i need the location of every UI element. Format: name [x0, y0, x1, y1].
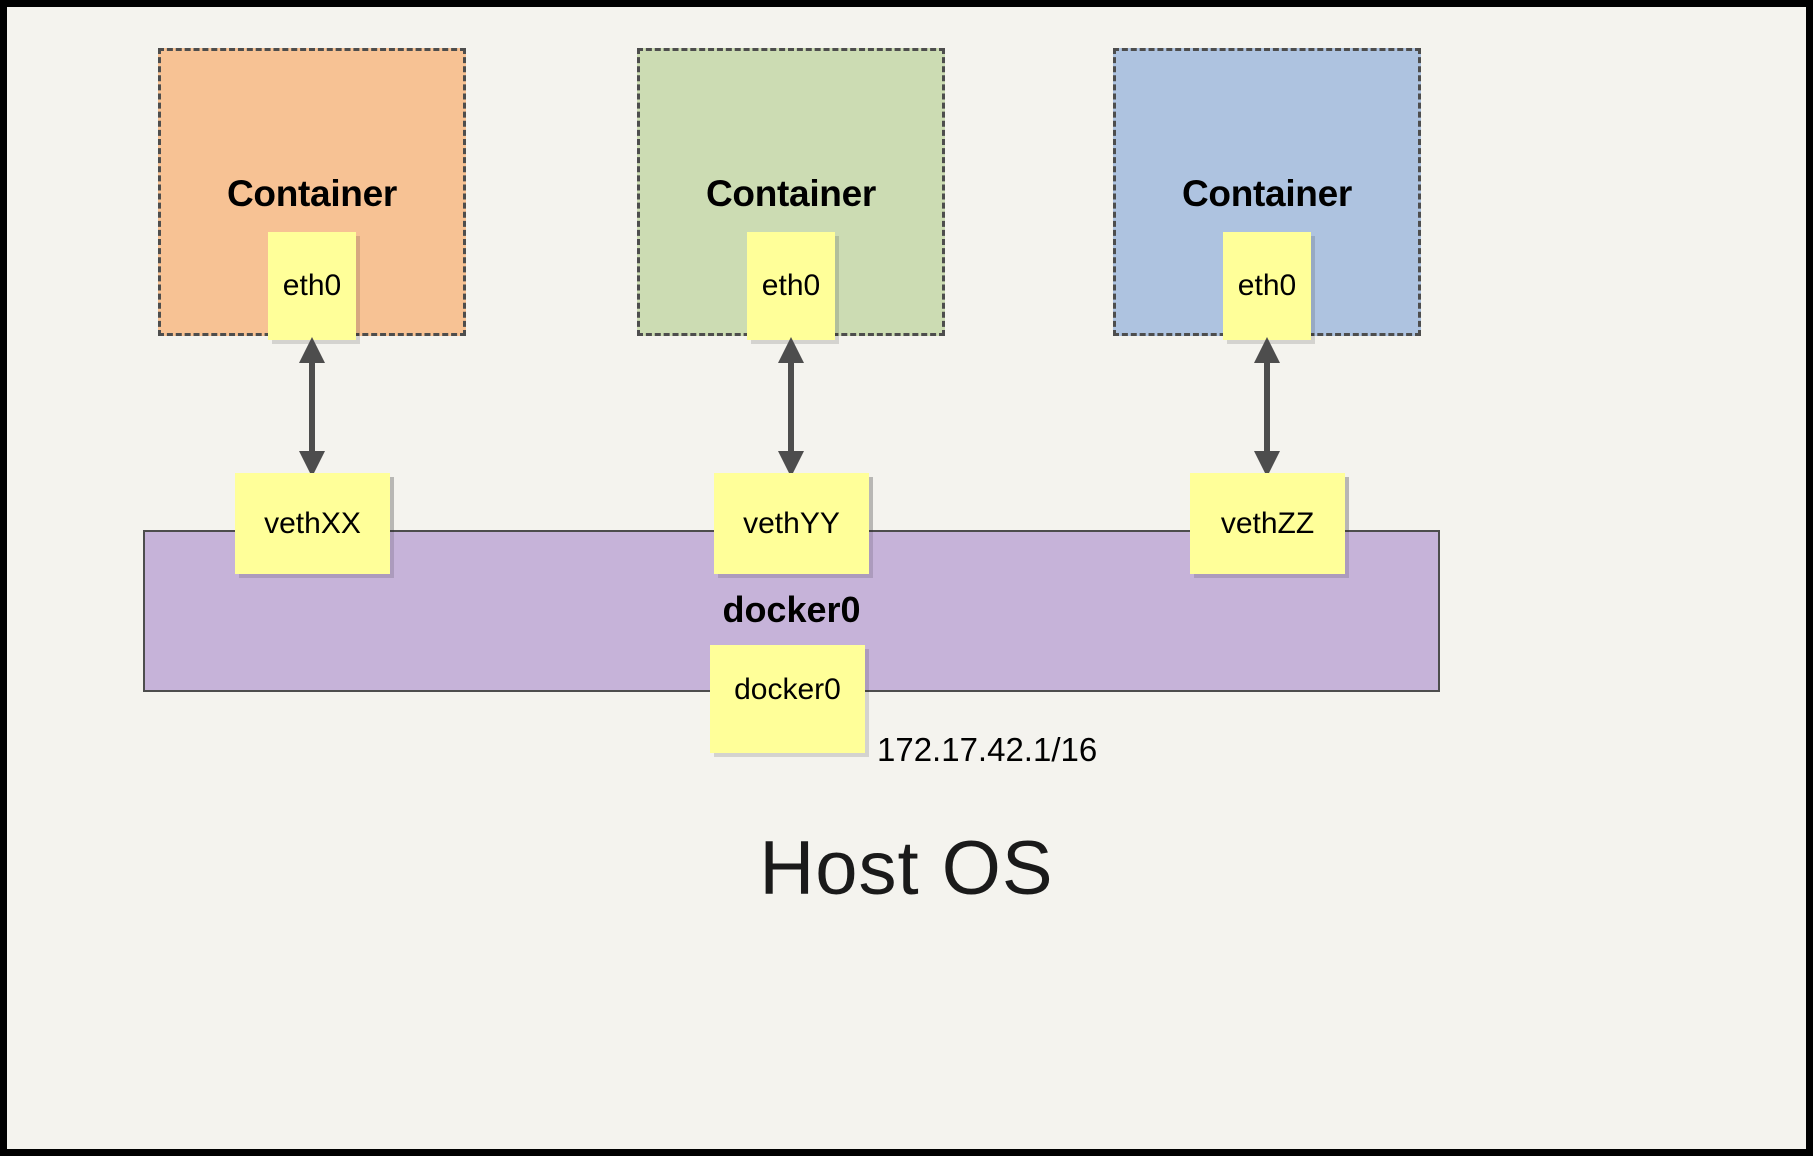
container-eth0-box-3: eth0 [1223, 232, 1311, 340]
container-box-2: Container [637, 48, 945, 336]
container-eth0-box-2: eth0 [747, 232, 835, 340]
container-title-3: Container [1182, 173, 1352, 214]
veth-link-arrow-3 [1254, 337, 1280, 477]
docker0-interface-box: docker0 [710, 645, 865, 753]
container-eth0-box-1: eth0 [268, 232, 356, 340]
veth-box-3-overlay: vethZZ [1190, 473, 1345, 574]
container-title-1: Container [227, 173, 397, 214]
veth-box-2-overlay: vethYY [714, 473, 869, 574]
veth-link-arrow-1 [299, 337, 325, 477]
veth-link-arrow-2 [778, 337, 804, 477]
docker0-bridge-label: docker0 [722, 589, 861, 630]
docker0-ip-label: 172.17.42.1/16 [877, 731, 1098, 768]
host-os-area: Container eth0 vethXX Container eth0 vet… [7, 7, 1806, 1149]
container-title-2: Container [706, 173, 876, 214]
host-os-title: Host OS [759, 826, 1054, 911]
veth-box-1-overlay: vethXX [235, 473, 390, 574]
